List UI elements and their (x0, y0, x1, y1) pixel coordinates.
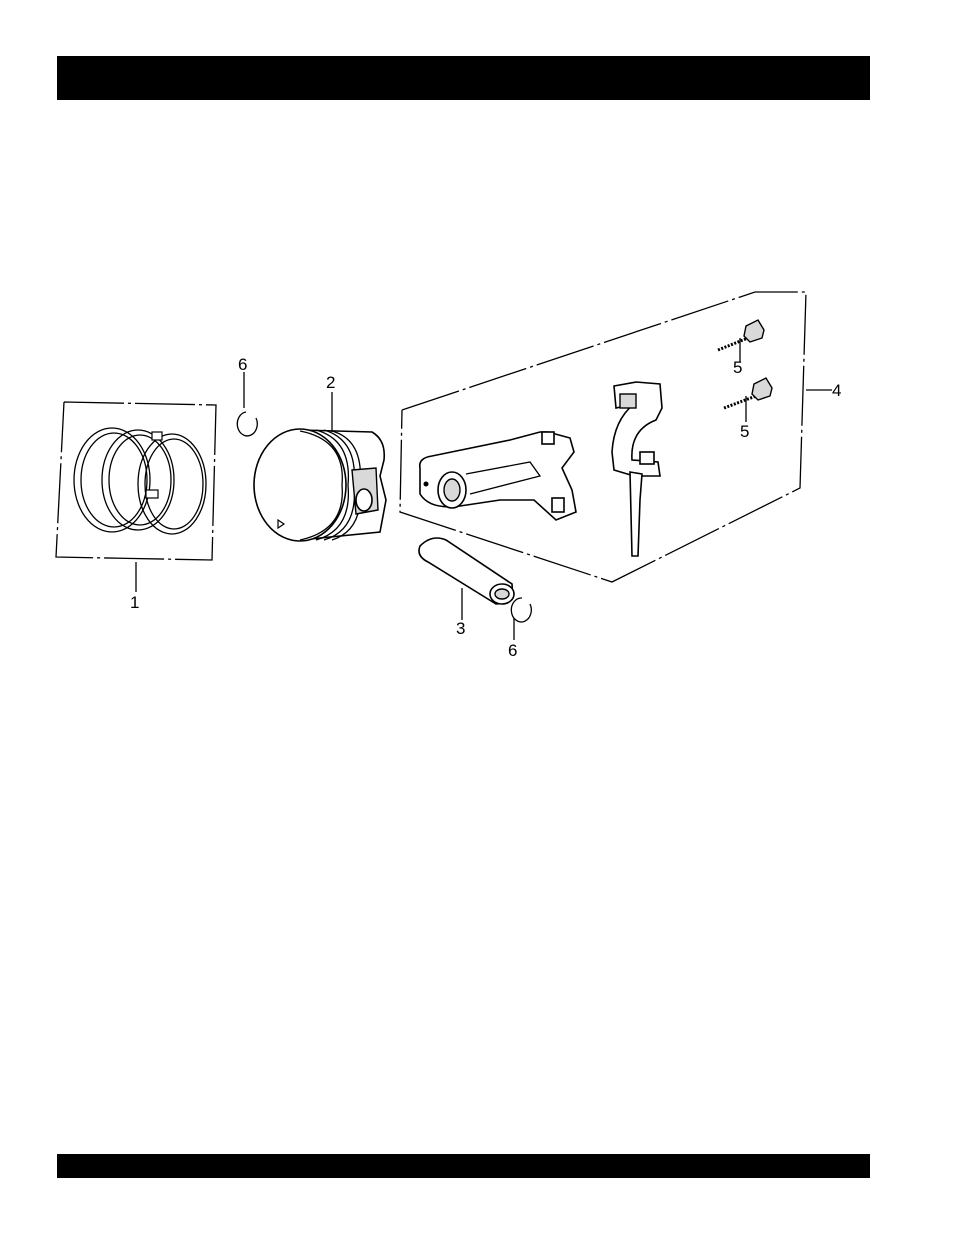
piston-ring-set (56, 402, 216, 592)
piston (254, 392, 386, 541)
callout-rod-bolt-lower: 5 (740, 422, 749, 441)
callout-connecting-rod-assembly: 4 (832, 381, 841, 400)
callout-rod-bolt-upper: 5 (733, 358, 742, 377)
piston-pin (419, 538, 514, 620)
callout-pin-clip-left: 6 (238, 355, 247, 374)
rod-bolt-lower (724, 378, 772, 422)
callout-piston: 2 (326, 373, 335, 392)
connecting-rod (420, 432, 576, 520)
pin-clip-left (237, 372, 257, 436)
callout-piston-pin: 3 (456, 619, 465, 638)
callout-pin-clip-right: 6 (508, 641, 517, 660)
callout-piston-ring-set: 1 (130, 593, 139, 612)
connecting-rod-cap (612, 382, 662, 556)
pin-clip-right (511, 598, 531, 640)
rod-bolt-upper (718, 320, 764, 362)
